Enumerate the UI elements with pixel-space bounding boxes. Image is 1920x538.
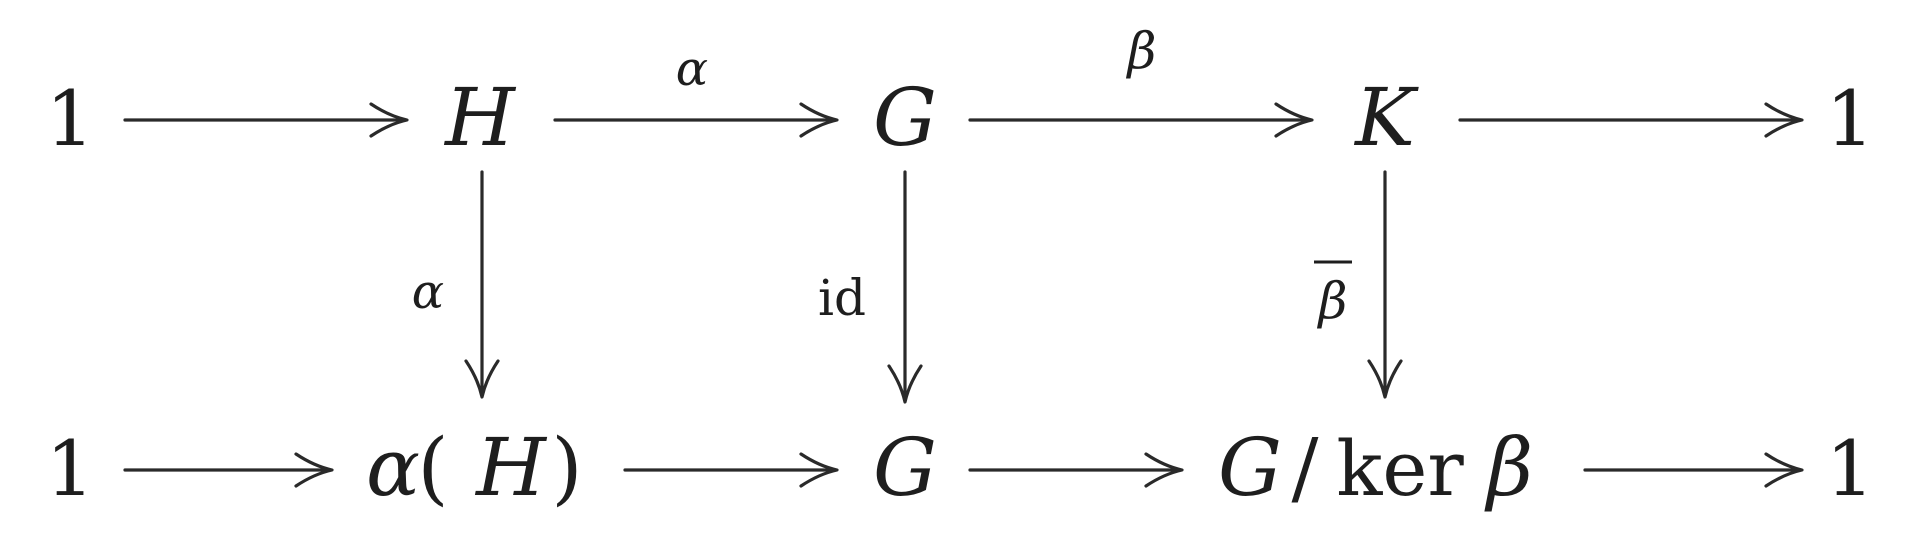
top-node-h: H xyxy=(443,71,517,164)
arrow-bottom-quotient-to-1 xyxy=(1583,452,1804,488)
top-node-1-right: 1 xyxy=(1826,74,1874,163)
beta-bar-glyph: β xyxy=(1317,272,1348,330)
arrow-top-h-to-g xyxy=(553,102,839,138)
arrow-top-h-to-g-label: α xyxy=(676,41,708,97)
top-node-g: G xyxy=(873,71,937,164)
arrow-top-g-to-k-label: β xyxy=(1126,22,1157,80)
close-paren: ) xyxy=(551,421,582,514)
open-paren: ( xyxy=(417,421,448,514)
quotient-beta: β xyxy=(1484,421,1533,514)
arrow-bottom-1-to-alpha-h xyxy=(123,452,334,488)
bottom-node-1-left: 1 xyxy=(46,424,94,513)
bottom-node-g-mod-ker-beta: G / ker β xyxy=(1218,421,1533,514)
top-node-k: K xyxy=(1353,71,1419,164)
arrow-bottom-alpha-h-to-g xyxy=(623,452,839,488)
arrow-bottom-g-to-quotient xyxy=(968,452,1184,488)
arrow-top-k-to-1 xyxy=(1458,102,1804,138)
quotient-slash: / xyxy=(1292,421,1319,514)
h-argument: H xyxy=(474,421,548,514)
ker-operator: ker xyxy=(1336,424,1464,513)
arrow-vertical-right xyxy=(1367,170,1403,399)
arrow-top-1-to-h xyxy=(123,102,409,138)
arrow-vertical-right-label: β xyxy=(1314,260,1352,330)
arrow-top-g-to-k xyxy=(968,102,1314,138)
alpha-function: α xyxy=(366,421,420,514)
bottom-node-g: G xyxy=(873,421,937,514)
arrow-vertical-middle xyxy=(887,170,923,404)
bottom-node-alpha-h: α ( H ) xyxy=(366,421,583,514)
arrow-vertical-left-label: α xyxy=(412,264,444,320)
quotient-g: G xyxy=(1218,421,1282,514)
top-node-1-left: 1 xyxy=(46,74,94,163)
arrow-vertical-left xyxy=(464,170,500,399)
bottom-node-1-right: 1 xyxy=(1826,424,1874,513)
arrow-vertical-middle-label: id xyxy=(818,269,866,327)
